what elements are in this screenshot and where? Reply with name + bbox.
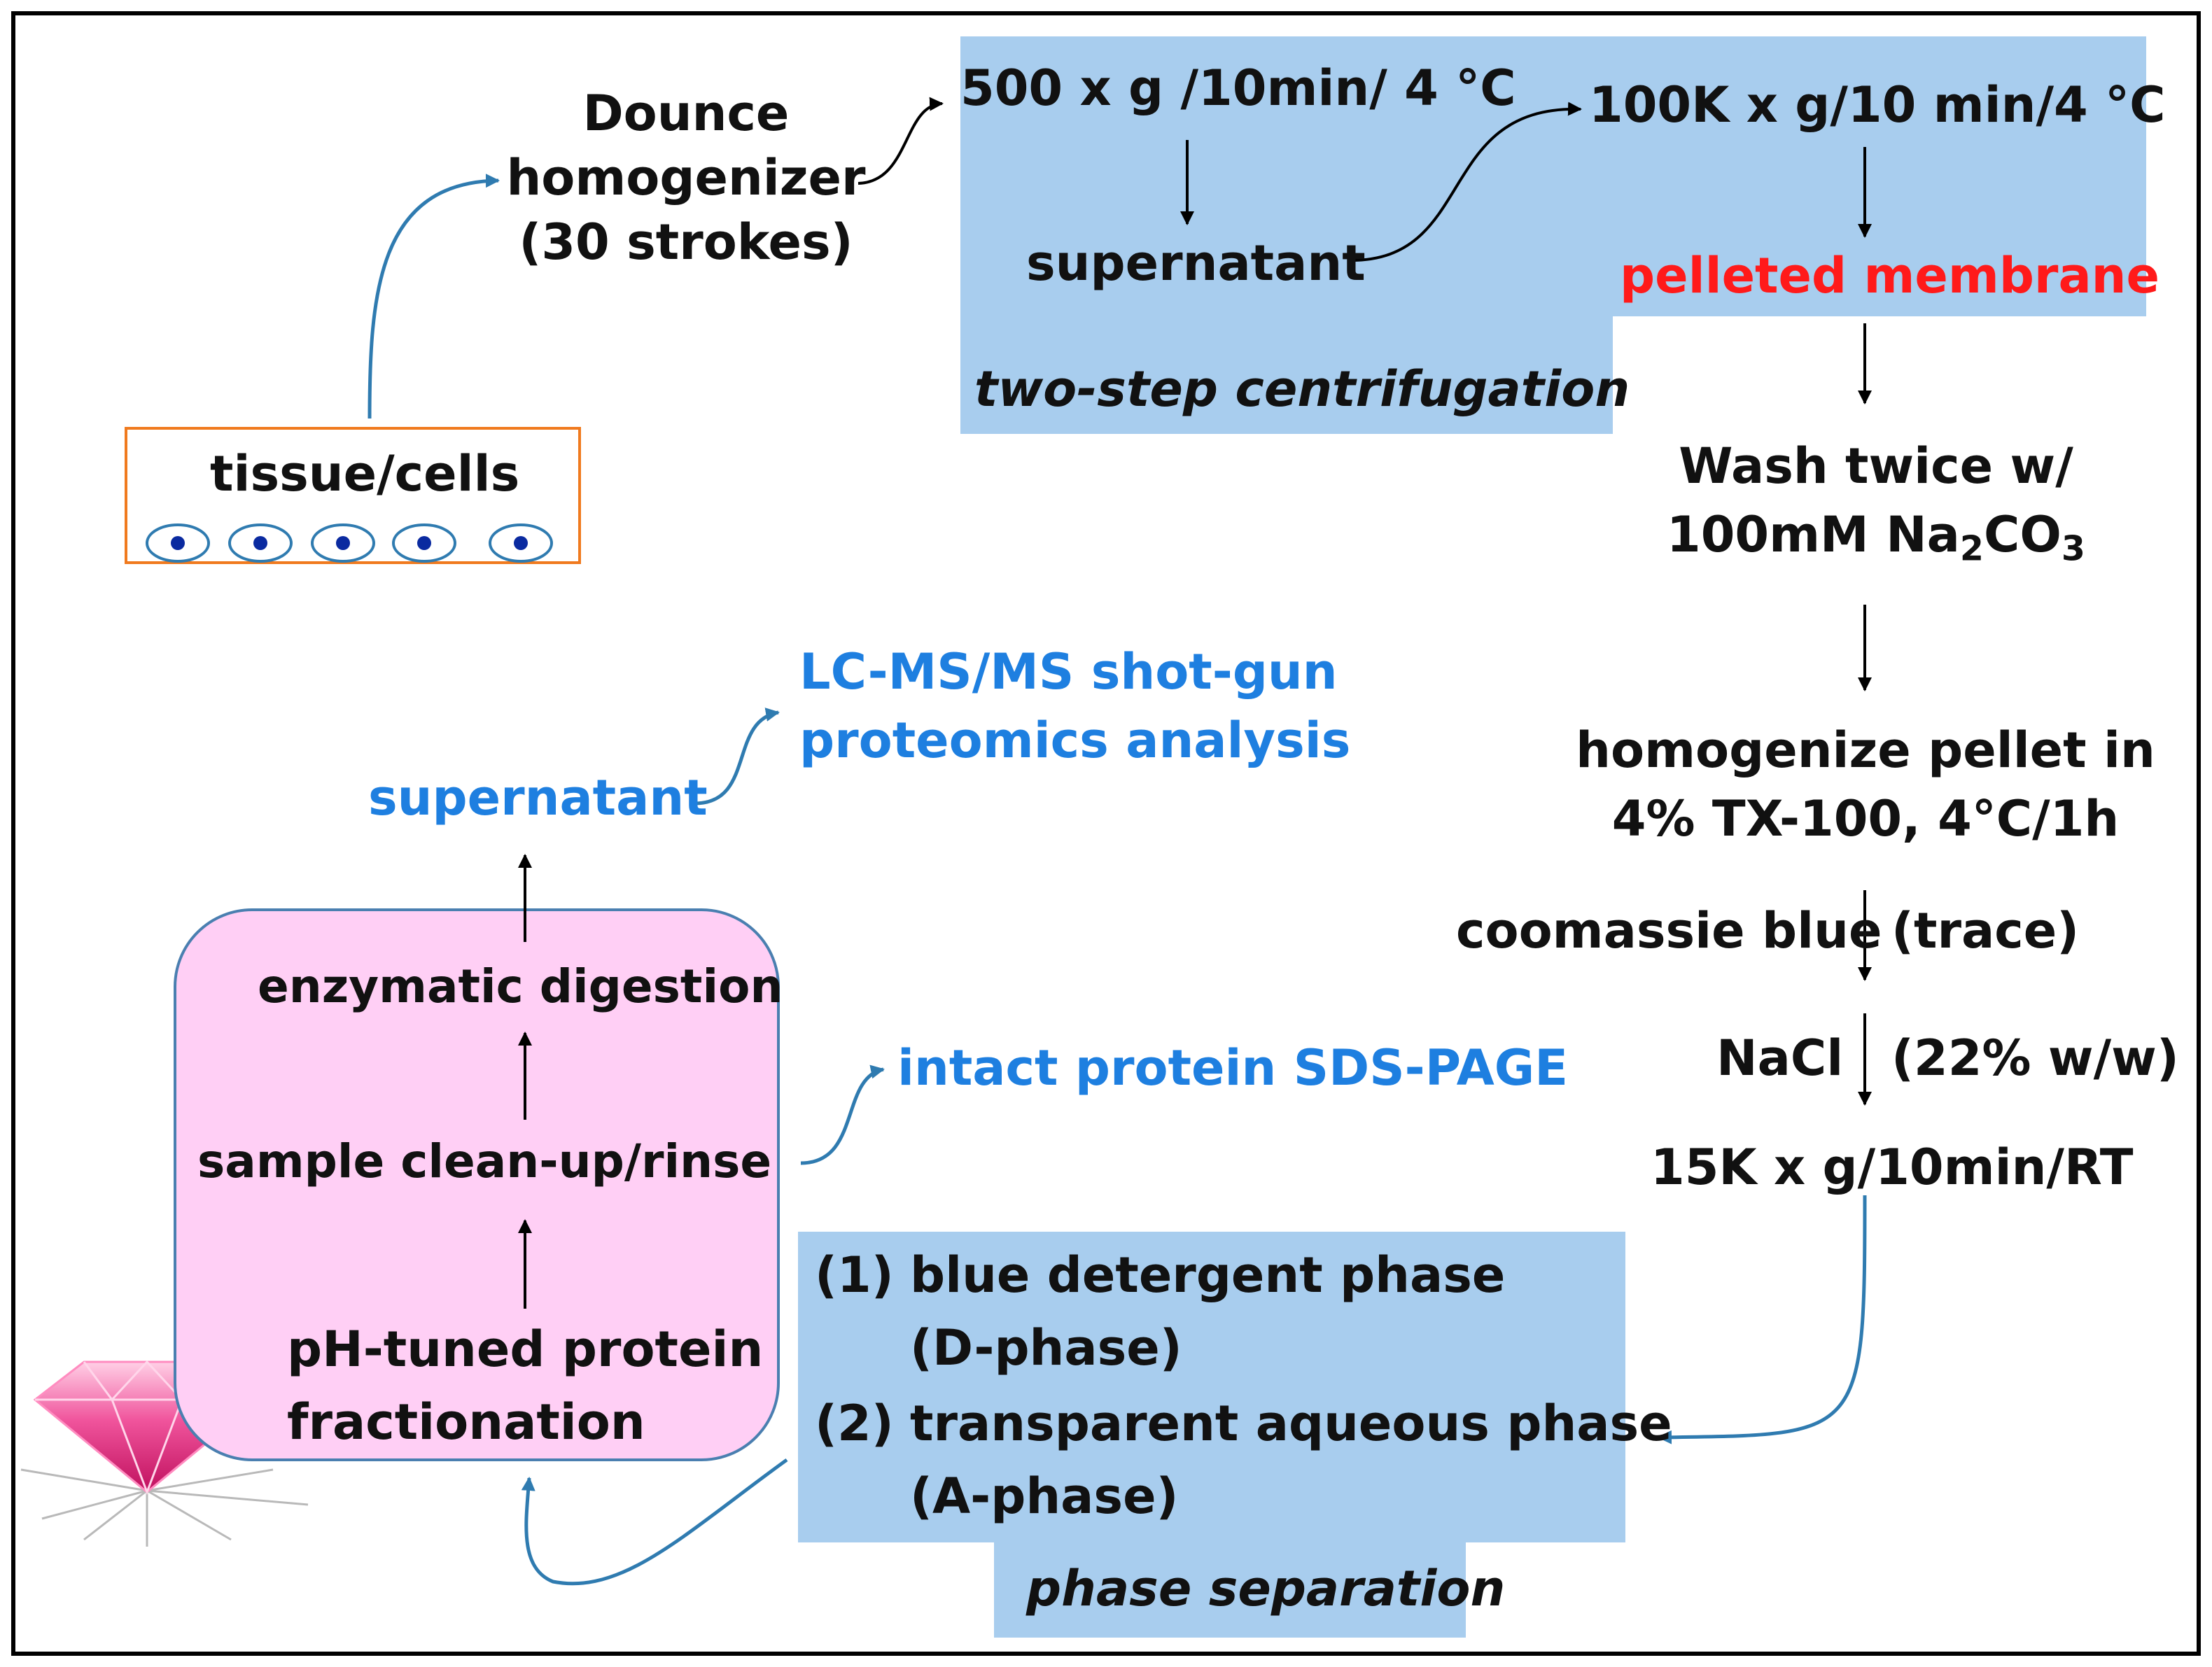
centrifuge-supernatant-label: supernatant xyxy=(1026,234,1366,292)
cell-icon xyxy=(146,523,210,563)
wash-line2-sub2: 3 xyxy=(2061,528,2085,569)
pelleted-membrane-label: pelleted membrane xyxy=(1620,247,2160,304)
centrifuge-step1-label: 500 x g /10min/ 4 °C xyxy=(960,59,1516,117)
homogenizer-label: Dounce homogenizer (30 strokes) xyxy=(504,84,868,272)
wash-line1: Wash twice w/ xyxy=(1679,437,2073,495)
cell-icon xyxy=(392,523,456,563)
homogenizer-line3: (30 strokes) xyxy=(519,213,853,271)
wash-line2-part1: 100mM Na xyxy=(1666,506,1960,563)
phase-item1-number: (1) xyxy=(815,1246,894,1304)
fractionation-line1: pH-tuned protein xyxy=(287,1321,764,1378)
homogenizer-line1: Dounce xyxy=(582,85,790,142)
cell-icon xyxy=(311,523,375,563)
output-supernatant-label: supernatant xyxy=(368,769,708,827)
phase-item2-number: (2) xyxy=(815,1395,894,1452)
lcms-line1: LC-MS/MS shot-gun xyxy=(799,643,1338,701)
wash-line2-sub1: 2 xyxy=(1959,528,1984,569)
phase-item2-line2: (A-phase) xyxy=(910,1468,1179,1525)
coomassie-amount: (trace) xyxy=(1891,902,2080,959)
homogenizer-line2: homogenizer xyxy=(506,149,866,206)
wash-line2: 100mM Na2CO3 xyxy=(1610,505,2142,570)
diagram-border xyxy=(11,11,2201,1656)
wash-label: Wash twice w/ 100mM Na2CO3 xyxy=(1610,437,2142,570)
nacl-label: NaCl xyxy=(1716,1029,1844,1087)
digestion-label: enzymatic digestion xyxy=(258,959,783,1013)
sds-page-label: intact protein SDS-PAGE xyxy=(897,1039,1569,1097)
centrifugation-caption: two-step centrifugation xyxy=(974,360,1630,418)
homogenize-line2: 4% TX-100, 4°C/1h xyxy=(1611,790,2120,847)
phase-item2-line1: transparent aqueous phase xyxy=(910,1395,1672,1452)
homogenize-line1: homogenize pellet in xyxy=(1576,722,2155,779)
phase-item1-line2: (D-phase) xyxy=(910,1319,1182,1377)
cell-icon xyxy=(489,523,553,563)
coomassie-label: coomassie blue xyxy=(1456,902,1882,959)
arrow-tissue-to-homogenizer xyxy=(368,174,500,419)
cell-icon xyxy=(228,523,293,563)
cell-icons xyxy=(146,523,553,563)
cleanup-label: sample clean-up/rinse xyxy=(197,1134,772,1188)
lcms-line2: proteomics analysis xyxy=(799,712,1351,769)
centrifuge-step2-label: 100K x g/10 min/4 °C xyxy=(1589,76,2166,134)
arrow-phase-to-fractionation xyxy=(521,1458,788,1586)
centrifugation-panel xyxy=(960,36,2146,434)
arrow-supernatant-to-lcms xyxy=(692,708,780,806)
homogenize-pellet-label: homogenize pellet in 4% TX-100, 4°C/1h xyxy=(1568,721,2163,848)
arrow-homogenizer-to-500g xyxy=(858,97,944,185)
wash-line2-part2: CO xyxy=(1984,506,2062,563)
spin-label: 15K x g/10min/RT xyxy=(1651,1139,2134,1196)
arrow-spin-to-phase xyxy=(1658,1195,1867,1444)
lcms-label: LC-MS/MS shot-gun proteomics analysis xyxy=(799,642,1350,770)
phase-item1-line1: blue detergent phase xyxy=(910,1246,1506,1304)
arrow-cleanup-to-sds xyxy=(800,1064,885,1165)
arrow-supernatant-to-100k xyxy=(1350,101,1582,262)
processing-box xyxy=(174,908,780,1461)
phase-separation-panel xyxy=(798,1232,1625,1638)
nacl-amount: (22% w/w) xyxy=(1891,1029,2179,1087)
phase-separation-caption: phase separation xyxy=(1026,1560,1506,1617)
fractionation-line2: fractionation xyxy=(287,1393,645,1451)
tissue-cells-label: tissue/cells xyxy=(210,445,520,502)
